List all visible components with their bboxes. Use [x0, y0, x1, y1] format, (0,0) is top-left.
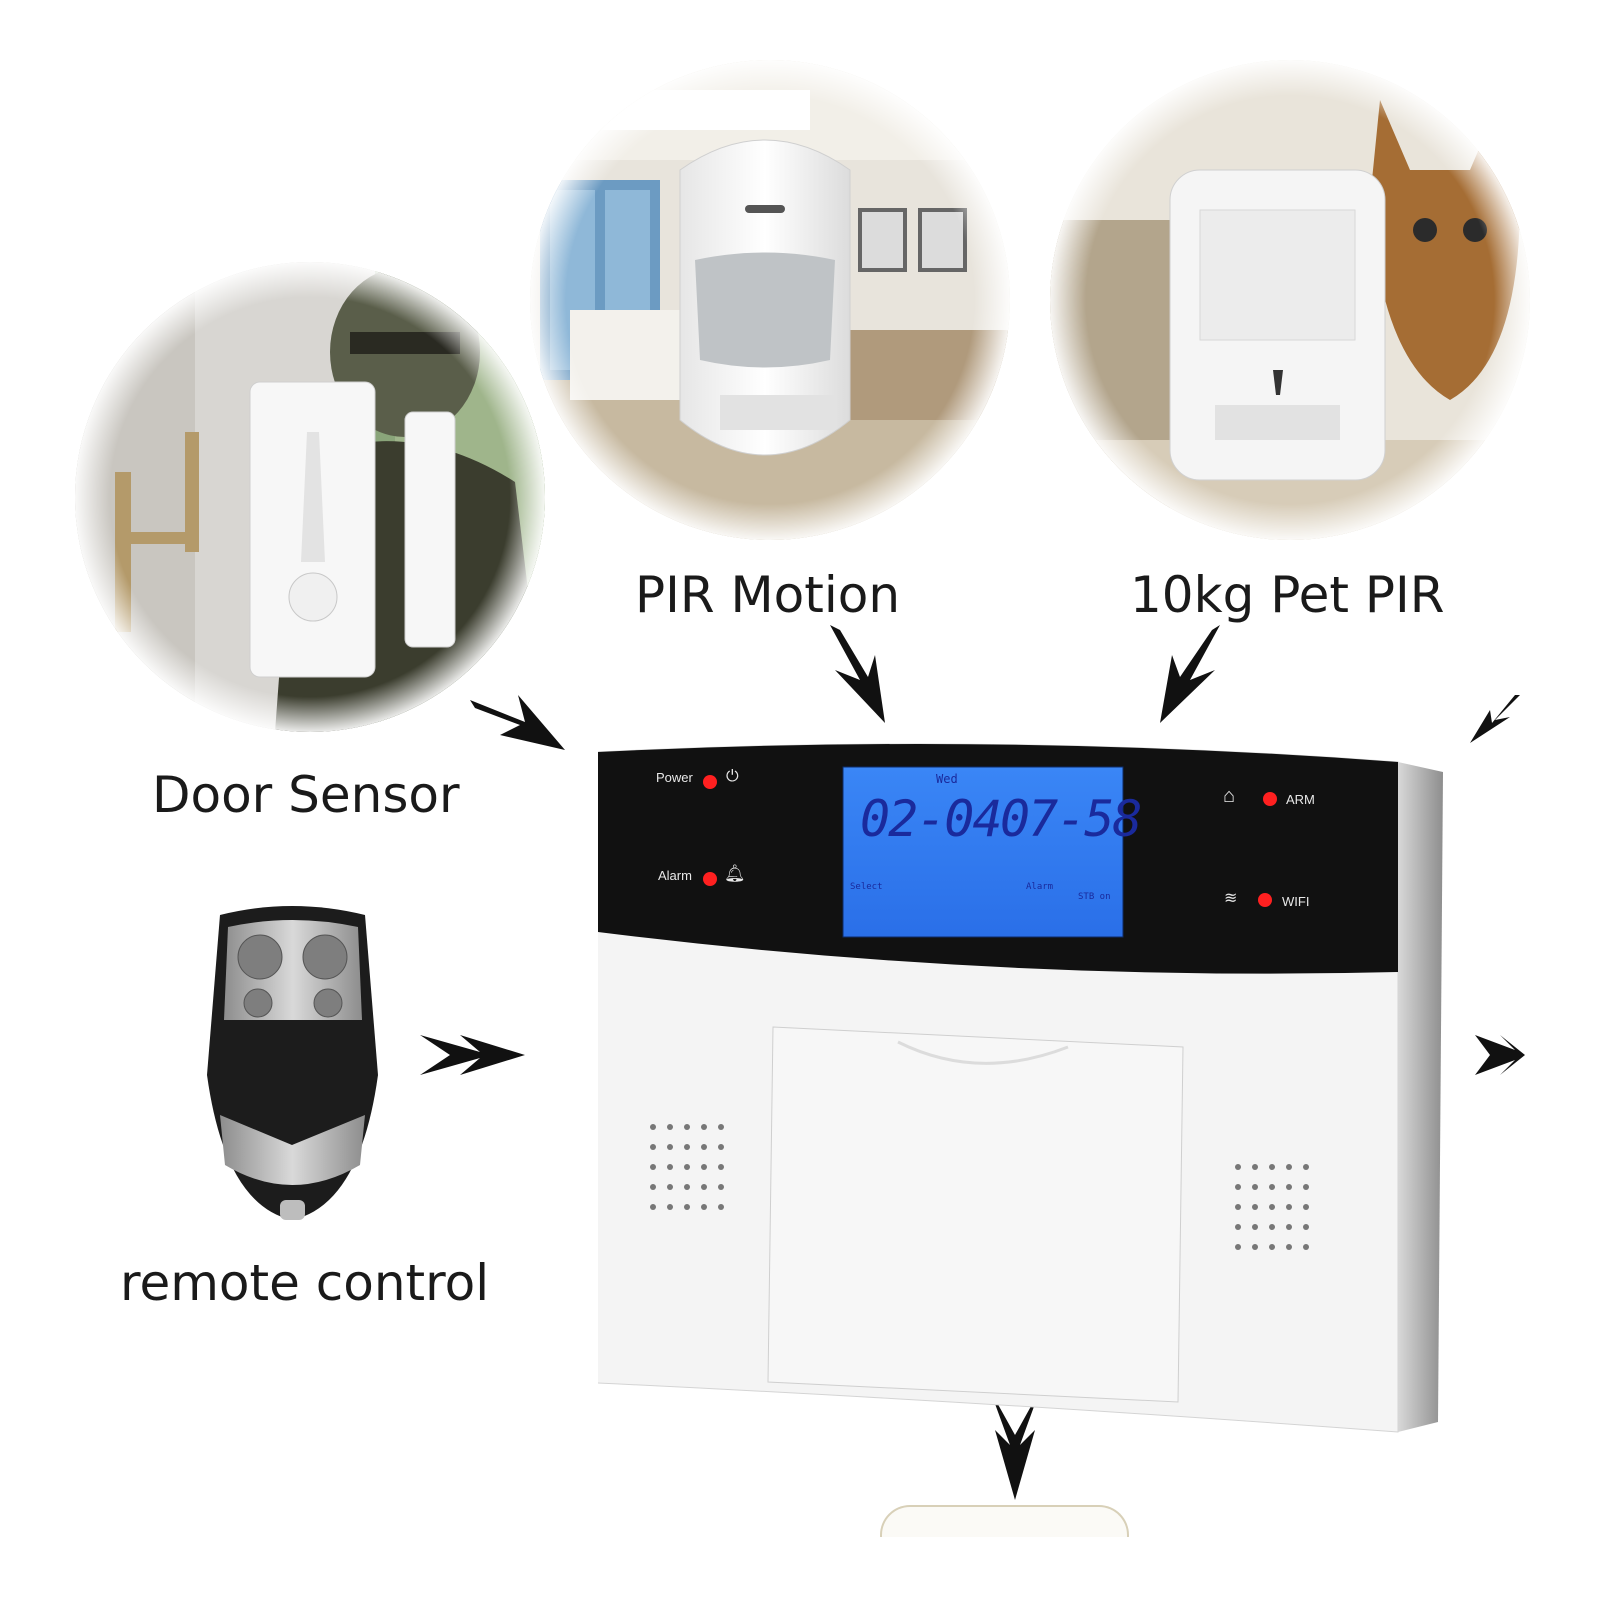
door-sensor-photo [75, 262, 545, 732]
caption-door-sensor: Door Sensor [152, 766, 460, 824]
lcd-right-status: Alarm [1026, 882, 1054, 892]
power-icon: ⏻ [726, 768, 739, 785]
arm-label: ARM [1286, 792, 1315, 807]
alarm-bell-icon: 🔔︎ [724, 864, 746, 883]
caption-pir-motion: PIR Motion [635, 566, 901, 624]
arrow-icon [990, 1390, 1040, 1500]
arrow-icon [830, 625, 885, 723]
wifi-icon: ≋ [1224, 890, 1238, 907]
bottom-device [880, 1505, 1129, 1537]
arrow-icon [1475, 1035, 1525, 1075]
pir-motion-photo [530, 60, 1010, 540]
lcd-left-status: Select [850, 882, 883, 892]
pet-pir-photo [1050, 60, 1530, 540]
lcd-time: 07-58 [1000, 790, 1143, 848]
wifi-label: WIFI [1282, 894, 1310, 909]
alarm-label: Alarm [658, 868, 692, 883]
home-icon: ⌂ [1223, 785, 1236, 807]
arrow-icon [470, 695, 565, 750]
lcd-far-right-status: STB on [1078, 892, 1111, 902]
lcd-date: 02-04 [860, 790, 1003, 848]
lcd-day: Wed [936, 772, 958, 786]
caption-pet-pir: 10kg Pet PIR [1130, 566, 1445, 624]
arrow-icon [420, 1035, 525, 1075]
remote-control-photo [200, 905, 385, 1225]
power-label: Power [656, 770, 693, 785]
arrow-icon [1470, 695, 1520, 743]
alarm-panel: Power ⏻ Alarm 🔔︎ ⌂ ARM ≋ WIFI Wed 02-04 … [598, 742, 1478, 1442]
caption-remote-control: remote control [120, 1254, 490, 1312]
arrow-icon [1160, 625, 1220, 723]
